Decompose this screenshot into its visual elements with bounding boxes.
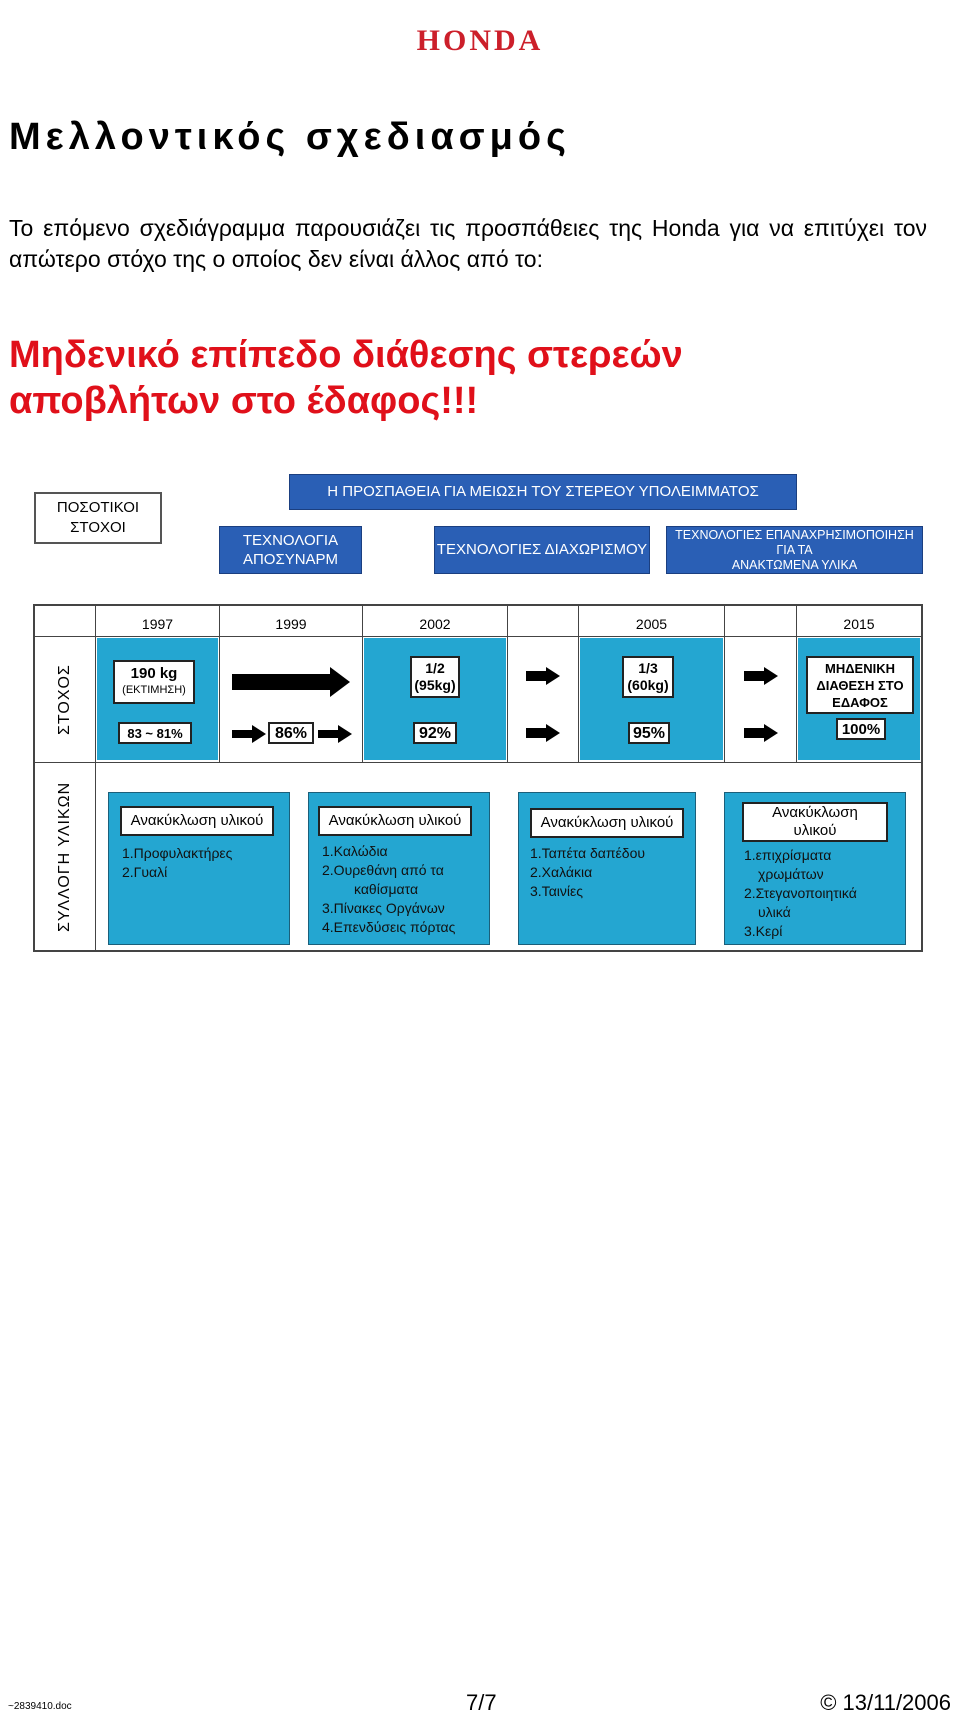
materials-list-1: 1.Προφυλακτήρες 2.Γυαλί bbox=[122, 844, 282, 882]
target-2002-line-1: 1/2 bbox=[425, 660, 445, 676]
material-item: 2.Χαλάκια bbox=[530, 864, 593, 880]
target-1997: 190 kg (ΕΚΤΙΜΗΣΗ) bbox=[113, 660, 195, 704]
material-item: καθίσματα bbox=[354, 881, 419, 897]
effort-title-box: Η ΠΡΟΣΠΑΘΕΙΑ ΓΙΑ ΜΕΙΩΣΗ ΤΟΥ ΣΤΕΡΕΟΥ ΥΠΟΛ… bbox=[289, 474, 797, 510]
footer-page-number: 7/7 bbox=[466, 1690, 497, 1715]
tech-dismantle-box: ΤΕΧΝΟΛΟΓΙΑ ΑΠΟΣΥΝΑΡΜ bbox=[219, 526, 362, 574]
goal-highlight: Μηδενικό επίπεδο διάθεσης στερεών αποβλή… bbox=[9, 332, 909, 424]
target-2015-line-3: ΕΔΑΦΟΣ bbox=[832, 694, 888, 710]
material-item: 3.Κερί bbox=[744, 923, 783, 939]
year-2005: 2005 bbox=[635, 616, 668, 632]
footer-date: © 13/11/2006 bbox=[820, 1690, 951, 1715]
grid-mid bbox=[33, 762, 923, 763]
grid-v2 bbox=[362, 604, 363, 762]
grid-right bbox=[921, 604, 923, 952]
percent-1997: 83 ~ 81% bbox=[118, 722, 192, 744]
target-2015: ΜΗΔΕΝΙΚΗ ΔΙΑΘΕΣΗ ΣΤΟ ΕΔΑΦΟΣ bbox=[806, 656, 914, 714]
material-item: 1.επιχρίσματα bbox=[744, 847, 832, 863]
material-item: 3.Ταινίες bbox=[530, 883, 583, 899]
qt-line-1: ΠΟΣΟΤΙΚΟΙ bbox=[56, 499, 140, 516]
page-heading: Μελλοντικός σχεδιασμός bbox=[9, 116, 571, 158]
honda-logo: HONDA bbox=[416, 24, 544, 57]
footer-doc-id: ~2839410.doc bbox=[8, 1701, 72, 1712]
grid-left bbox=[33, 604, 35, 952]
percent-2002: 92% bbox=[413, 722, 457, 744]
qt-line-2: ΣΤΟΧΟΙ bbox=[70, 519, 126, 536]
tech-separation-box: ΤΕΧΝΟΛΟΓΙΕΣ ΔΙΑΧΩΡΙΣΜΟΥ bbox=[434, 526, 650, 574]
year-1999: 1999 bbox=[275, 616, 307, 632]
year-1997: 1997 bbox=[141, 616, 174, 632]
materials-list-4: 1.επιχρίσματα χρωμάτων 2.Στεγανοποιητικά… bbox=[744, 846, 904, 941]
recycle-title-3: Ανακύκλωση υλικού bbox=[530, 808, 684, 838]
material-item: 2.Ουρεθάνη από τα bbox=[322, 862, 444, 878]
grid-year-bottom bbox=[33, 636, 923, 637]
target-1997-line-2: (ΕΚΤΙΜΗΣΗ) bbox=[122, 684, 186, 696]
recycle-title-1: Ανακύκλωση υλικού bbox=[120, 806, 274, 836]
recycle-title-4-line-1: Ανακύκλωση bbox=[772, 804, 858, 821]
arrow-2005-2015-bottom bbox=[744, 722, 778, 744]
target-2005: 1/3 (60kg) bbox=[622, 656, 674, 698]
goal-line-1: Μηδενικό επίπεδο διάθεσης στερεών bbox=[9, 334, 683, 376]
grid-v5 bbox=[724, 604, 725, 762]
material-item: 1.Ταπέτα δαπέδου bbox=[530, 845, 646, 861]
percent-2015: 100% bbox=[836, 718, 886, 740]
tech-reuse-line-1: ΤΕΧΝΟΛΟΓΙΕΣ ΕΠΑΝΑΧΡΗΣΙΜΟΠΟΙΗΣΗ bbox=[675, 527, 914, 542]
intro-paragraph: Το επόμενο σχεδιάγραμμα παρουσιάζει τις … bbox=[9, 215, 927, 272]
materials-list-2: 1.Καλώδια 2.Ουρεθάνη από τα καθίσματα 3.… bbox=[322, 842, 486, 937]
tech-reuse-box: ΤΕΧΝΟΛΟΓΙΕΣ ΕΠΑΝΑΧΡΗΣΙΜΟΠΟΙΗΣΗ ΓΙΑ ΤΑ ΑΝ… bbox=[666, 526, 923, 574]
arrow-1997-2002-long bbox=[232, 667, 350, 697]
grid-v6 bbox=[796, 604, 797, 762]
tech-reuse-line-2: ΓΙΑ ΤΑ bbox=[776, 542, 813, 557]
year-2015: 2015 bbox=[843, 616, 875, 632]
goal-line-2: αποβλήτων στο έδαφος!!! bbox=[9, 380, 479, 422]
grid-top bbox=[33, 604, 923, 606]
target-2002-line-2: (95kg) bbox=[414, 677, 456, 693]
target-2015-line-1: ΜΗΔΕΝΙΚΗ bbox=[824, 660, 895, 676]
arrow-2002-2005-bottom bbox=[526, 722, 560, 744]
target-2005-line-2: (60kg) bbox=[627, 677, 669, 693]
waste-reduction-diagram: ΠΟΣΟΤΙΚΟΙ ΣΤΟΧΟΙ Η ΠΡΟΣΠΑΘΕΙΑ ΓΙΑ ΜΕΙΩΣΗ… bbox=[33, 474, 923, 952]
arrow-2005-2015-top bbox=[744, 665, 778, 687]
target-2015-line-2: ΔΙΑΘΕΣΗ ΣΤΟ bbox=[816, 677, 904, 693]
recycle-title-4-line-2: υλικού bbox=[793, 822, 837, 839]
material-item: 2.Γυαλί bbox=[122, 864, 168, 880]
material-item: 1.Προφυλακτήρες bbox=[122, 845, 233, 861]
percent-1999: 86% bbox=[268, 722, 314, 744]
row-label-collection: ΣΥΛΛΟΓΗ ΥΛΙΚΩΝ bbox=[56, 781, 73, 932]
materials-list-3: 1.Ταπέτα δαπέδου 2.Χαλάκια 3.Ταινίες bbox=[530, 844, 690, 901]
target-1997-line-1: 190 kg bbox=[130, 665, 178, 682]
material-item: 4.Επενδύσεις πόρτας bbox=[322, 919, 456, 935]
grid-v1 bbox=[219, 604, 220, 762]
tech-dismantle-line-1: ΤΕΧΝΟΛΟΓΙΑ bbox=[242, 532, 339, 549]
material-item: υλικά bbox=[758, 904, 791, 920]
grid-v3 bbox=[507, 604, 508, 762]
percent-2005: 95% bbox=[628, 722, 670, 744]
arrow-from-86 bbox=[318, 724, 352, 744]
recycle-title-2: Ανακύκλωση υλικού bbox=[318, 806, 472, 836]
grid-bottom bbox=[33, 950, 923, 952]
row-label-target: ΣΤΟΧΟΣ bbox=[56, 664, 73, 735]
material-item: 2.Στεγανοποιητικά bbox=[744, 885, 857, 901]
target-2005-line-1: 1/3 bbox=[638, 660, 658, 676]
arrow-2002-2005-top bbox=[526, 665, 560, 687]
material-item: χρωμάτων bbox=[758, 866, 824, 882]
arrow-to-86 bbox=[232, 724, 266, 744]
tech-dismantle-line-2: ΑΠΟΣΥΝΑΡΜ bbox=[242, 551, 339, 568]
material-item: 3.Πίνακες Οργάνων bbox=[322, 900, 445, 916]
grid-label-col bbox=[95, 604, 96, 952]
year-2002: 2002 bbox=[419, 616, 451, 632]
grid-v4 bbox=[578, 604, 579, 762]
recycle-title-4: Ανακύκλωση υλικού bbox=[742, 802, 888, 842]
tech-reuse-line-3: ΑΝΑΚΤΩΜΕΝΑ ΥΛΙΚΑ bbox=[731, 557, 858, 572]
target-2002: 1/2 (95kg) bbox=[410, 656, 460, 698]
quantitative-targets-box: ΠΟΣΟΤΙΚΟΙ ΣΤΟΧΟΙ bbox=[34, 492, 162, 544]
material-item: 1.Καλώδια bbox=[322, 843, 388, 859]
